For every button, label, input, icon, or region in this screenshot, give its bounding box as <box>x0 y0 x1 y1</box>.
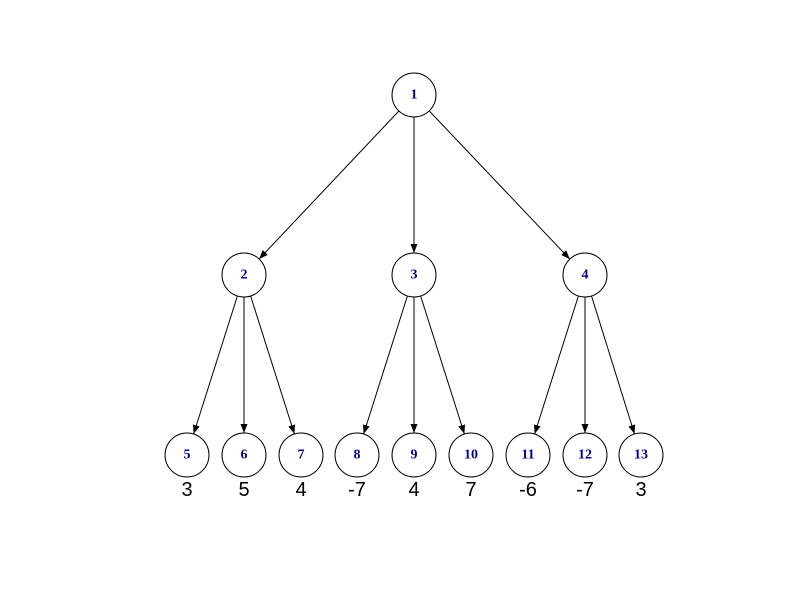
node-label-5: 5 <box>184 448 191 463</box>
tree-node-4: 4 <box>562 252 608 298</box>
node-circle-5 <box>164 432 210 478</box>
edge-1-2 <box>258 110 400 260</box>
tree-node-13: 13 <box>618 432 664 478</box>
edge-3-10 <box>420 295 466 435</box>
edge-2-5 <box>192 295 238 435</box>
leaf-value-12: -7 <box>576 479 594 501</box>
tree-node-3: 3 <box>391 252 437 298</box>
tree-node-10: 10 <box>448 432 494 478</box>
node-circle-10 <box>448 432 494 478</box>
node-circle-11 <box>505 432 551 478</box>
node-label-13: 13 <box>634 448 648 463</box>
leaf-value-13: 3 <box>635 479 646 501</box>
node-circle-3 <box>391 252 437 298</box>
edge-1-4 <box>428 110 571 260</box>
node-label-8: 8 <box>354 448 361 463</box>
tree-node-7: 7 <box>278 432 324 478</box>
tree-node-11: 11 <box>505 432 551 478</box>
node-circle-9 <box>391 432 437 478</box>
node-circle-7 <box>278 432 324 478</box>
edges-layer <box>192 110 636 435</box>
leaf-value-7: 4 <box>295 479 306 501</box>
edge-3-8 <box>362 295 408 435</box>
node-circle-6 <box>221 432 267 478</box>
tree-node-2: 2 <box>221 252 267 298</box>
node-label-2: 2 <box>241 268 248 283</box>
tree-node-12: 12 <box>562 432 608 478</box>
leaf-value-8: -7 <box>348 479 366 501</box>
node-label-6: 6 <box>241 448 248 463</box>
node-label-10: 10 <box>464 448 478 463</box>
node-label-1: 1 <box>411 88 418 103</box>
leaf-value-9: 4 <box>408 479 419 501</box>
node-label-3: 3 <box>411 268 418 283</box>
edge-4-11 <box>533 295 579 435</box>
node-circle-2 <box>221 252 267 298</box>
edge-2-7 <box>250 295 296 435</box>
leaf-value-6: 5 <box>238 479 249 501</box>
node-circle-1 <box>391 72 437 118</box>
edge-4-13 <box>591 295 636 435</box>
tree-node-1: 1 <box>391 72 437 118</box>
leaf-value-10: 7 <box>465 479 476 501</box>
tree-node-9: 9 <box>391 432 437 478</box>
node-label-11: 11 <box>521 448 534 463</box>
node-label-7: 7 <box>298 448 305 463</box>
node-label-9: 9 <box>411 448 418 463</box>
leaf-value-5: 3 <box>181 479 192 501</box>
tree-node-6: 6 <box>221 432 267 478</box>
node-circle-4 <box>562 252 608 298</box>
tree-node-8: 8 <box>334 432 380 478</box>
node-circle-12 <box>562 432 608 478</box>
node-label-12: 12 <box>578 448 592 463</box>
node-label-4: 4 <box>582 268 589 283</box>
tree-node-5: 5 <box>164 432 210 478</box>
leaf-values-layer: 3 5 4 -7 4 7 -6 -7 3 <box>181 479 646 501</box>
leaf-value-11: -6 <box>519 479 537 501</box>
node-circle-8 <box>334 432 380 478</box>
node-circle-13 <box>618 432 664 478</box>
